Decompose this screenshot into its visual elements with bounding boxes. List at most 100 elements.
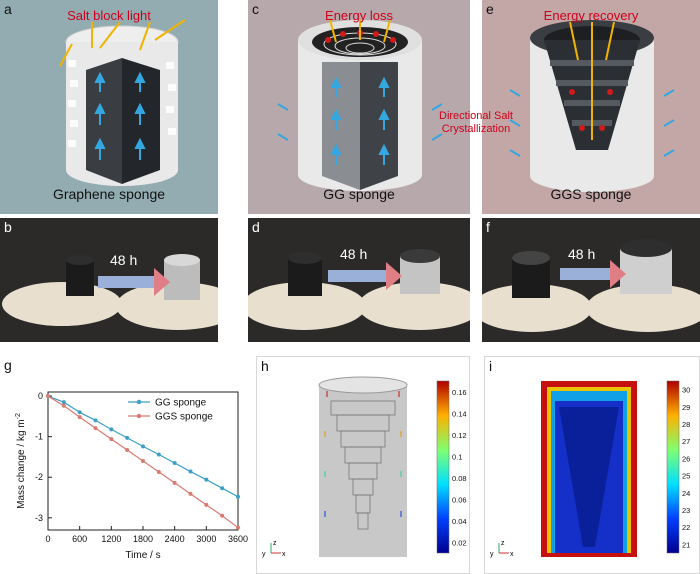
graphene-sponge-photo — [2, 254, 218, 330]
x-tick-label: 1200 — [101, 534, 121, 544]
colorbar-h — [436, 380, 450, 554]
gg-sponge-illustration — [277, 19, 443, 191]
data-point — [220, 486, 225, 491]
panel-c-label: c — [252, 1, 259, 17]
colorbar-tick-label: 29 — [682, 403, 690, 412]
colorbar-tick-label: 23 — [682, 506, 690, 515]
axes-triad-h: z y x — [262, 540, 286, 558]
panel-c-title: Energy loss — [325, 8, 393, 23]
legend-marker — [136, 399, 142, 405]
gg-sponge-photo — [248, 249, 470, 330]
colorbar-tick-label: 0.12 — [452, 431, 467, 440]
data-point — [77, 415, 82, 420]
data-point — [172, 461, 177, 466]
panel-e-label: e — [486, 1, 494, 17]
svg-text:y: y — [262, 551, 266, 558]
panel-g-label: g — [4, 357, 12, 373]
x-tick-label: 0 — [45, 534, 50, 544]
panel-h-label: h — [261, 358, 269, 374]
colorbar-tick-label: 0.1 — [452, 452, 462, 461]
legend-marker — [136, 413, 142, 419]
colorbar-tick-label: 0.04 — [452, 517, 467, 526]
data-point — [204, 477, 209, 482]
colorbar-tick-label: 22 — [682, 523, 690, 532]
colorbar-tick-label: 26 — [682, 454, 690, 463]
data-point — [236, 525, 240, 530]
y-tick-label: -3 — [35, 513, 43, 523]
data-point — [204, 502, 209, 507]
data-point — [109, 437, 114, 442]
panel-d: d 48 h — [248, 218, 470, 342]
data-point — [125, 448, 130, 453]
panel-b: b 48 h — [0, 218, 218, 342]
x-tick-label: 600 — [72, 534, 87, 544]
y-tick-label: -1 — [35, 432, 43, 442]
colorbar-i — [666, 380, 680, 554]
panel-d-time: 48 h — [340, 246, 368, 262]
x-tick-label: 1800 — [133, 534, 153, 544]
svg-text:z: z — [501, 540, 505, 547]
panel-a-label: a — [4, 1, 12, 17]
svg-text:z: z — [273, 540, 277, 547]
colorbar-tick-label: 0.14 — [452, 409, 467, 418]
colorbar-tick-label: 25 — [682, 472, 690, 481]
x-tick-label: 3600 — [228, 534, 248, 544]
data-point — [77, 410, 82, 415]
panel-c-caption: GG sponge — [323, 186, 395, 202]
panel-f-time: 48 h — [568, 246, 596, 262]
colorbar-tick-label: 28 — [682, 420, 690, 429]
data-point — [109, 427, 114, 432]
y-tick-label: 0 — [38, 391, 43, 401]
data-point — [125, 435, 130, 440]
x-axis-label: Time / s — [125, 550, 160, 561]
ggs-sponge-illustration — [509, 20, 675, 192]
data-point — [156, 452, 161, 457]
panel-f-label: f — [486, 219, 490, 235]
colorbar-tick-label: 0.06 — [452, 495, 467, 504]
colorbar-tick-label: 0.08 — [452, 474, 467, 483]
colorbar-tick-label: 27 — [682, 437, 690, 446]
panel-e: e Energy recovery GGS sponge — [482, 0, 700, 214]
x-tick-label: 2400 — [165, 534, 185, 544]
data-point — [93, 426, 98, 431]
x-tick-label: 3000 — [196, 534, 216, 544]
svg-text:x: x — [510, 551, 514, 558]
data-point — [188, 491, 193, 496]
graphene-sponge-illustration — [59, 19, 186, 186]
colorbar-tick-label: 24 — [682, 489, 690, 498]
panel-b-time: 48 h — [110, 252, 138, 268]
colorbar-tick-label: 0.16 — [452, 388, 467, 397]
panel-b-label: b — [4, 219, 12, 235]
data-point — [141, 459, 145, 463]
svg-text:y: y — [490, 551, 494, 558]
panel-e-title: Energy recovery — [543, 8, 639, 23]
legend-entry: GGS sponge — [155, 412, 213, 423]
data-point — [46, 394, 50, 399]
data-point — [156, 469, 161, 474]
panel-a-caption: Graphene sponge — [52, 186, 166, 202]
y-tick-label: -2 — [35, 472, 43, 482]
data-point — [61, 400, 66, 405]
colorbar-tick-label: 0.02 — [452, 538, 467, 547]
y-axis-label-sup: -2 — [15, 413, 22, 419]
y-axis-label: Mass change / kg m-2 — [15, 413, 27, 509]
panel-e-caption: GGS sponge — [550, 186, 632, 202]
data-point — [188, 469, 193, 474]
data-point — [236, 494, 240, 499]
data-point — [220, 513, 225, 518]
data-point — [172, 480, 177, 485]
legend-entry: GG sponge — [155, 398, 207, 409]
panel-a: a Salt block light Graphene sponge — [0, 0, 218, 214]
data-point — [61, 403, 66, 408]
svg-text:x: x — [282, 551, 286, 558]
ggs-sponge-photo — [482, 239, 700, 332]
colorbar-tick-label: 21 — [682, 540, 690, 549]
temperature-field-simulation: 30 29 28 27 26 25 24 23 22 21 z y x — [490, 380, 690, 558]
panel-h: 0.16 0.14 0.12 0.1 0.08 0.06 0.04 0.02 z y x h — [256, 356, 470, 574]
panel-a-title: Salt block light — [67, 8, 151, 23]
colorbar-tick-label: 30 — [682, 386, 690, 395]
data-point — [93, 418, 98, 423]
